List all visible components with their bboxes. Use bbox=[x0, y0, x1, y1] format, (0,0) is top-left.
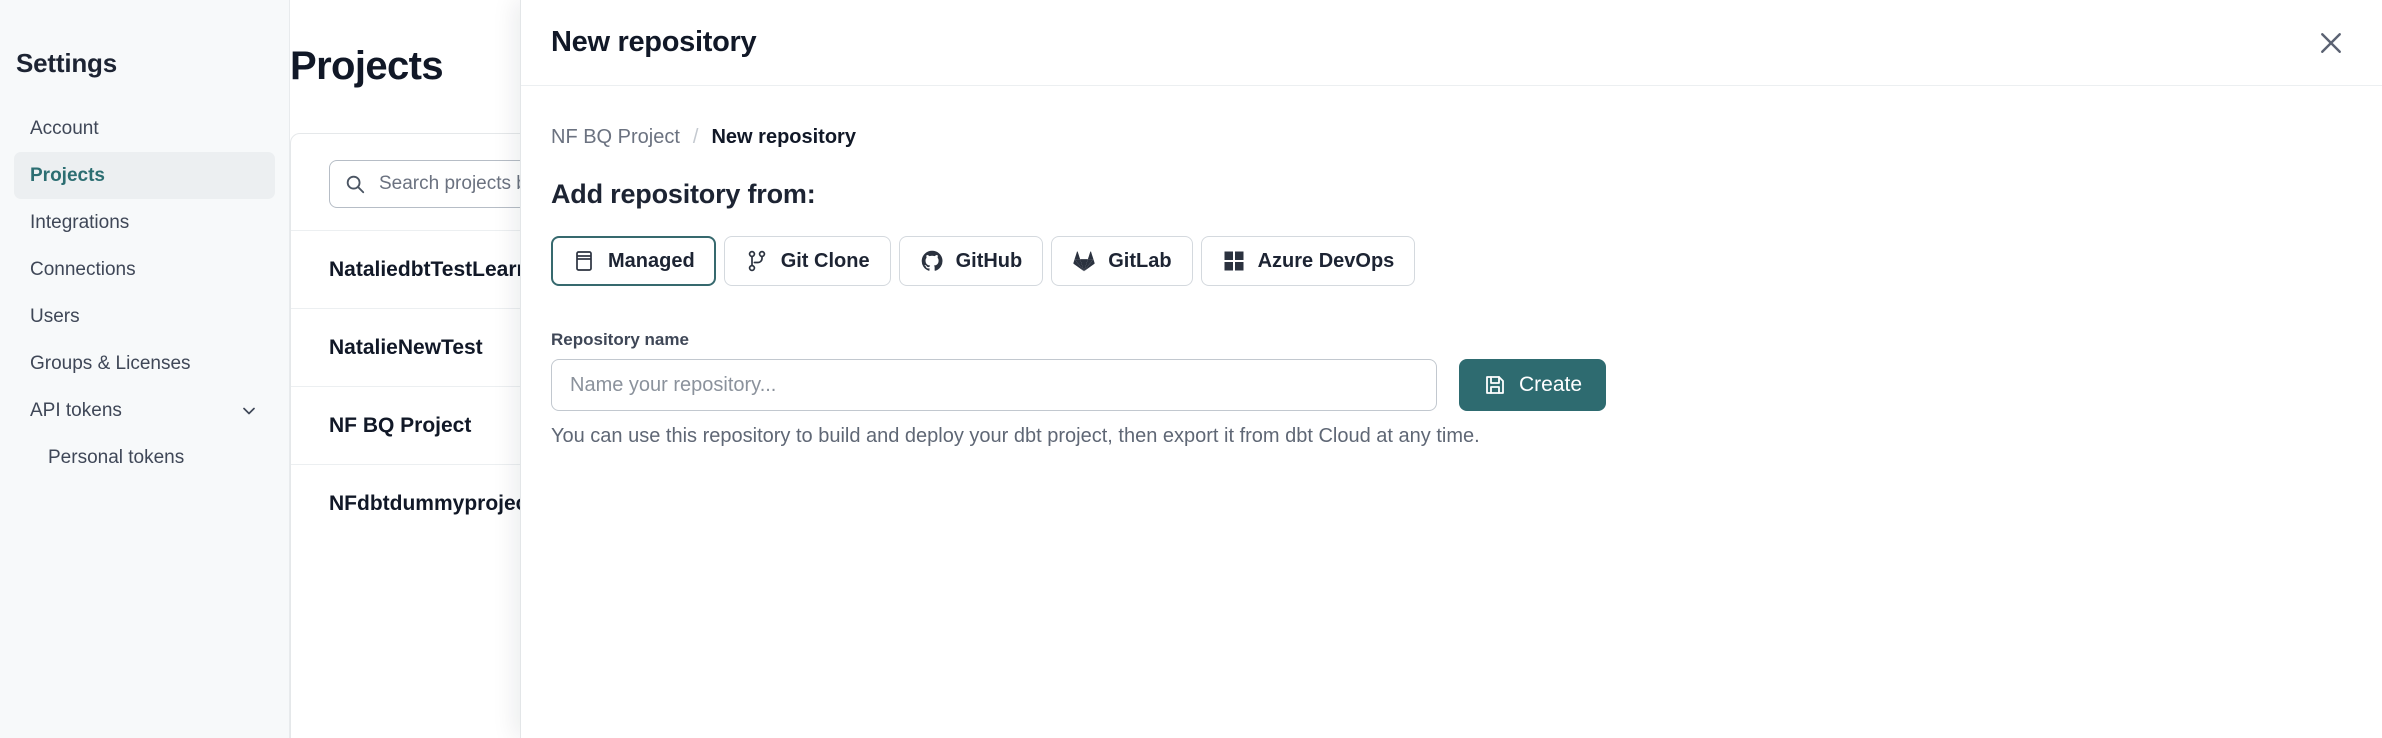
sidebar-item-label: Users bbox=[30, 305, 80, 327]
sidebar-item-users[interactable]: Users bbox=[14, 293, 275, 340]
source-option-github[interactable]: GitHub bbox=[898, 236, 1044, 286]
search-icon bbox=[344, 173, 366, 195]
sidebar-item-projects[interactable]: Projects bbox=[14, 152, 275, 199]
source-option-gitlab[interactable]: GitLab bbox=[1051, 236, 1193, 286]
sidebar-item-label: API tokens bbox=[30, 399, 122, 421]
panel-body: NF BQ Project / New repository Add repos… bbox=[521, 86, 2382, 738]
managed-database-icon bbox=[572, 249, 596, 273]
close-icon[interactable] bbox=[2314, 26, 2348, 60]
repository-name-row: Create bbox=[551, 359, 2348, 411]
gitlab-icon bbox=[1072, 249, 1096, 273]
page-title: Projects bbox=[290, 44, 444, 88]
sidebar-item-label: Integrations bbox=[30, 211, 130, 233]
sidebar-item-label: Personal tokens bbox=[48, 446, 185, 468]
source-option-managed[interactable]: Managed bbox=[551, 236, 716, 286]
section-title: Add repository from: bbox=[551, 179, 816, 209]
source-option-git-clone[interactable]: Git Clone bbox=[723, 236, 891, 286]
breadcrumb: NF BQ Project / New repository bbox=[551, 126, 2348, 149]
breadcrumb-current: New repository bbox=[711, 126, 856, 148]
save-icon bbox=[1483, 373, 1507, 397]
create-button[interactable]: Create bbox=[1459, 359, 1607, 411]
breadcrumb-separator: / bbox=[692, 126, 699, 148]
repository-name-input[interactable] bbox=[551, 359, 1437, 411]
repository-name-group: Repository name Create bbox=[551, 330, 2348, 448]
page-header: Projects bbox=[290, 44, 2382, 89]
sidebar-item-label: Groups & Licenses bbox=[30, 352, 191, 374]
sidebar-item-label: Connections bbox=[30, 258, 136, 280]
azure-devops-icon bbox=[1222, 249, 1246, 273]
sidebar-item-account[interactable]: Account bbox=[14, 105, 275, 152]
sidebar-title: Settings bbox=[16, 48, 117, 78]
panel-title: New repository bbox=[551, 26, 757, 58]
source-option-label: GitHub bbox=[955, 249, 1023, 272]
git-branch-icon bbox=[745, 249, 769, 273]
sidebar-item-api-tokens[interactable]: API tokens bbox=[14, 387, 275, 434]
source-option-label: GitLab bbox=[1108, 249, 1172, 272]
breadcrumb-parent[interactable]: NF BQ Project bbox=[551, 126, 680, 148]
new-repository-panel: New repository NF BQ Project / New repos… bbox=[520, 0, 2382, 738]
sidebar-item-groups-licenses[interactable]: Groups & Licenses bbox=[14, 340, 275, 387]
sidebar-item-label: Account bbox=[30, 117, 99, 139]
repository-source-options: Managed Git Clone GitHub GitLab Azure DevOps bbox=[551, 236, 2348, 286]
repository-helper-text: You can use this repository to build and… bbox=[551, 425, 1480, 447]
project-name: NatalieNewTest bbox=[329, 335, 483, 359]
repository-name-label: Repository name bbox=[551, 330, 689, 349]
panel-header: New repository bbox=[521, 0, 2382, 86]
sidebar-item-personal-tokens[interactable]: Personal tokens bbox=[14, 434, 275, 481]
source-option-label: Managed bbox=[608, 249, 695, 272]
source-option-azure-devops[interactable]: Azure DevOps bbox=[1200, 236, 1416, 286]
source-option-label: Git Clone bbox=[780, 249, 870, 272]
create-button-label: Create bbox=[1519, 373, 1583, 396]
sidebar-item-integrations[interactable]: Integrations bbox=[14, 199, 275, 246]
project-name: NF BQ Project bbox=[329, 413, 472, 437]
project-name: NFdbtdummyproject bbox=[329, 491, 535, 515]
sidebar-item-label: Projects bbox=[30, 164, 105, 186]
source-option-label: Azure DevOps bbox=[1257, 249, 1395, 272]
project-name: NataliedbtTestLearn T bbox=[329, 257, 548, 281]
chevron-down-icon[interactable] bbox=[239, 401, 259, 421]
sidebar-item-connections[interactable]: Connections bbox=[14, 246, 275, 293]
github-icon bbox=[920, 249, 944, 273]
